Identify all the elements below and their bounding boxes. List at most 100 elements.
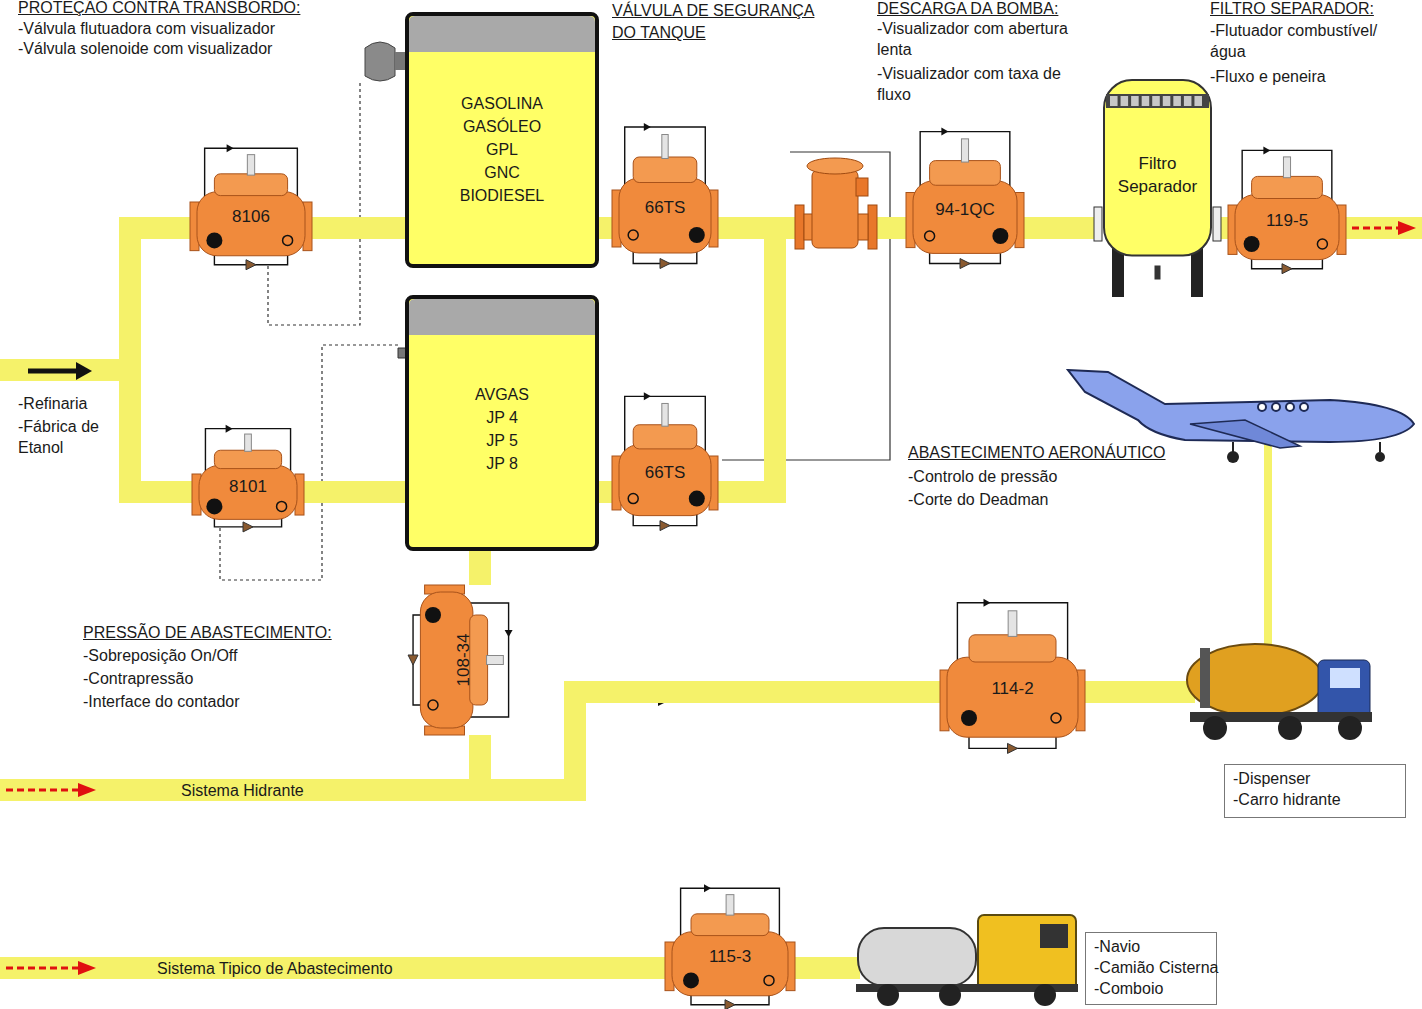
hydrant-truck	[1187, 644, 1372, 740]
valve-port-dot	[961, 710, 977, 726]
flow-arrow	[76, 362, 92, 380]
pilot-symbol	[725, 1000, 735, 1009]
valve-drawing	[190, 144, 312, 269]
position-indicator	[726, 895, 734, 915]
filter-band-slot	[1194, 96, 1202, 106]
truck-wheel	[1338, 716, 1362, 740]
valve-port-ring	[628, 494, 638, 504]
drawing-part	[1286, 403, 1294, 411]
valve-port-ring	[283, 235, 293, 245]
bullet-note: -Corte do Deadman	[908, 489, 1049, 510]
bullet-note: -Visualizador com taxa de fluxo	[877, 63, 1092, 105]
section-heading: FILTRO SEPARADOR:	[1210, 0, 1374, 18]
node-text: JP 8	[486, 452, 518, 475]
note-box: -Dispenser-Carro hidrante	[1224, 764, 1406, 818]
tank-vapour-space	[409, 299, 595, 335]
note-line: -Dispenser	[1233, 768, 1397, 789]
section-heading: ABASTECIMENTO AERONÁUTICO	[908, 442, 1166, 463]
landing-gear	[1379, 442, 1381, 452]
inlet-pipe	[0, 359, 130, 381]
tubing-arrow	[984, 599, 991, 607]
note-line: -Camião Cisterna	[1094, 957, 1208, 978]
inlet-arrow	[78, 961, 96, 975]
pilot-symbol	[246, 260, 256, 270]
valve-drawing	[665, 884, 795, 1009]
truck-wheel	[939, 984, 961, 1006]
valve-drawing	[612, 123, 718, 269]
truck-cab	[978, 915, 1076, 990]
control-valve: 115-3	[665, 878, 795, 1006]
truck-tank	[858, 928, 976, 986]
fuel-pipe	[304, 481, 405, 503]
note-line: -Carro hidrante	[1233, 789, 1397, 810]
valve-port-ring	[1051, 713, 1061, 723]
aircraft-windows	[1258, 403, 1308, 411]
position-indicator	[487, 656, 504, 665]
truck-wheel	[1278, 716, 1302, 740]
dispenser-pipe	[1085, 681, 1195, 703]
valve-number: 114-2	[991, 678, 1033, 700]
filter-band-slot	[1131, 96, 1139, 106]
filter-band-slot	[1142, 96, 1150, 106]
valve-number: 66TS	[645, 197, 686, 219]
position-indicator	[1283, 157, 1290, 178]
control-valve: 94-1QC	[906, 120, 1024, 265]
tubing-arrow	[227, 144, 234, 152]
pump-flange	[795, 205, 804, 249]
valve-number: 66TS	[645, 462, 686, 484]
truck-wheel	[877, 984, 899, 1006]
tubing-arrow	[644, 123, 651, 131]
fuel-pipe	[599, 217, 612, 239]
valve-port-dot	[689, 227, 705, 243]
bullet-note: -Interface do contador	[83, 691, 240, 712]
pilot-symbol	[1282, 264, 1292, 274]
source-note: -Refinaria	[18, 393, 87, 414]
valve-port-dot	[683, 972, 699, 988]
tubing-arrow	[644, 392, 651, 400]
storage-tank: AVGASJP 4JP 5JP 8	[405, 295, 599, 551]
pump-body	[812, 170, 858, 248]
position-indicator	[247, 155, 254, 175]
node-shape	[940, 590, 1085, 750]
node-shape	[665, 878, 795, 1006]
valve-port-ring	[925, 231, 935, 241]
bullet-note: -Fluxo e peneira	[1210, 66, 1326, 87]
pump-cap	[807, 158, 863, 174]
storage-tank: GASOLINAGASÓLEOGPLGNCBIODIESEL	[405, 12, 599, 268]
aircraft-wheel	[1375, 452, 1385, 462]
valve-number: 119-5	[1266, 210, 1308, 232]
control-valve: 8101	[192, 420, 304, 528]
aircraft-wheel	[1227, 451, 1239, 463]
tank-shell	[407, 297, 597, 549]
pilot-symbol	[660, 259, 670, 269]
node-text: AVGAS	[475, 383, 529, 406]
valve-port-ring	[628, 230, 638, 240]
float-valve	[395, 52, 405, 70]
node-shape	[906, 120, 1024, 265]
note-line: -Navio	[1094, 936, 1208, 957]
flow-arrow	[28, 369, 78, 374]
bullet-note: -Flutuador combustível/ água	[1210, 20, 1402, 62]
valve-drawing	[940, 599, 1085, 754]
filter-band	[1106, 94, 1209, 108]
valve-port-dot	[689, 491, 705, 507]
position-indicator	[662, 403, 668, 426]
pilot-symbol	[660, 521, 670, 531]
control-valve: 114-2	[940, 590, 1085, 750]
tank-vapour-space	[409, 16, 595, 52]
control-valve: 66TS	[612, 385, 718, 527]
line-label: Sistema Tipico de Abastecimento	[157, 958, 393, 979]
node-text: BIODIESEL	[460, 184, 544, 207]
section-heading: PROTEÇÃO CONTRA TRANSBORDO:	[18, 0, 300, 17]
tubing-arrow	[505, 630, 513, 637]
bullet-note: -Contrapressão	[83, 668, 193, 689]
tubing-arrow	[226, 425, 233, 433]
valve-number: 8101	[229, 476, 267, 498]
node-text: JP 5	[486, 429, 518, 452]
drawing-part	[1258, 403, 1266, 411]
truck-tank	[1187, 644, 1323, 716]
pump-flange	[868, 205, 877, 249]
fuel-pipe	[1024, 217, 1100, 239]
valve-number: 108-34	[454, 634, 476, 687]
